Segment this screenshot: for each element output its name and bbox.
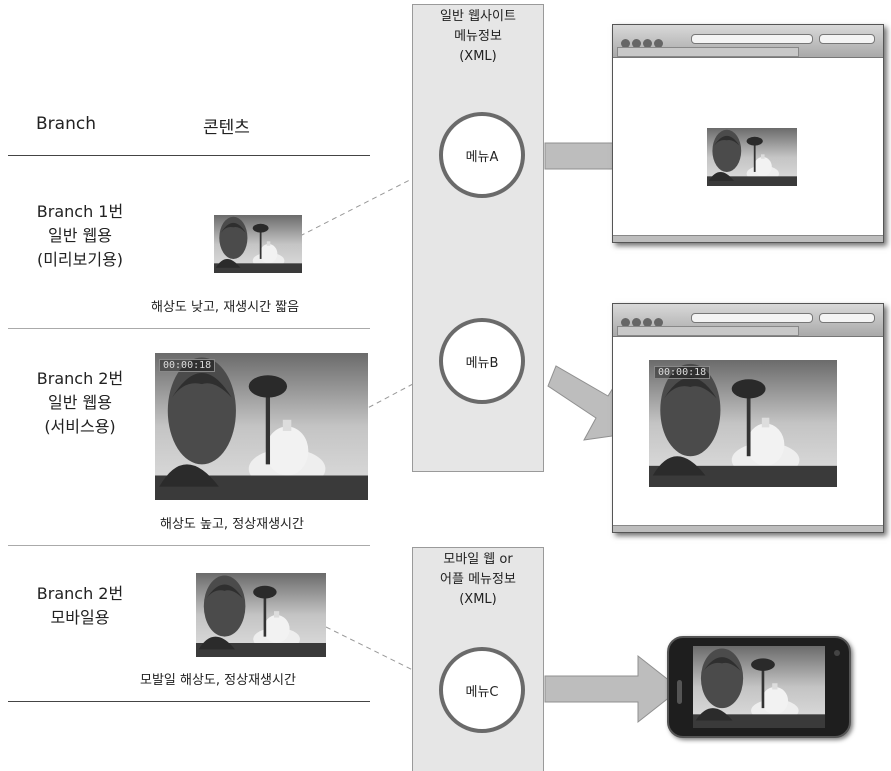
branch-label-line: (미리보기용): [36, 250, 124, 269]
bottom-divider: [8, 701, 370, 702]
panel-title-line: 메뉴정보: [454, 29, 502, 44]
branch-label-line: 일반 웹용: [48, 393, 112, 412]
browser-nav-buttons: [621, 33, 685, 48]
panel-title-line: (XML): [459, 592, 497, 607]
browser-status-bar: [613, 235, 883, 242]
phone-screen: [693, 646, 825, 728]
browser-toolbar: [613, 304, 883, 337]
branch-label-3: Branch 2번 모바일용: [5, 582, 155, 630]
branch-label-line: Branch 2번: [36, 584, 124, 603]
browser-tab-bar: [617, 326, 799, 336]
browser-tab-bar: [617, 47, 799, 57]
browser-search-box: [819, 313, 875, 323]
panel-title-line: 일반 웹사이트: [440, 9, 516, 24]
header-divider: [8, 155, 370, 156]
browser-status-bar: [613, 525, 883, 532]
header-branch: Branch: [36, 114, 96, 134]
web-panel-title: 일반 웹사이트 메뉴정보 (XML): [413, 7, 543, 67]
arrow-c: [544, 654, 681, 724]
panel-title-line: 모바일 웹 or: [443, 552, 513, 567]
branch-label-line: (서비스용): [44, 417, 116, 436]
branch-label-line: 일반 웹용: [48, 226, 112, 245]
mobile-panel-title: 모바일 웹 or 어플 메뉴정보 (XML): [413, 550, 543, 610]
timestamp-label: 00:00:18: [159, 359, 216, 372]
caption-row-2: 해상도 높고, 정상재생시간: [160, 517, 304, 532]
branch-label-line: Branch 1번: [36, 202, 124, 221]
browser-window-preview: [612, 24, 884, 243]
row-divider-2: [8, 545, 370, 546]
web-menu-panel: 일반 웹사이트 메뉴정보 (XML): [412, 4, 544, 472]
caption-row-3: 모발일 해상도, 정상재생시간: [140, 673, 296, 688]
embedded-preview-video: [707, 128, 797, 186]
header-contents: 콘텐츠: [203, 118, 250, 138]
phone-camera: [834, 650, 840, 656]
video-frame-mobile: [196, 573, 326, 657]
branch-label-line: Branch 2번: [36, 369, 124, 388]
thumbnail-preview: [214, 215, 302, 273]
branch-label-line: 모바일용: [50, 608, 110, 627]
browser-nav-buttons: [621, 312, 685, 327]
embedded-service-video: 00:00:18: [649, 360, 837, 487]
menu-c-node[interactable]: 메뉴C: [439, 647, 525, 733]
row-divider-1: [8, 328, 370, 329]
browser-address-bar: [691, 313, 813, 323]
browser-toolbar: [613, 25, 883, 58]
browser-window-service: 00:00:18: [612, 303, 884, 533]
browser-search-box: [819, 34, 875, 44]
timestamp-label: 00:00:18: [654, 366, 711, 379]
smartphone-device: [667, 636, 851, 738]
video-frame-hd: 00:00:18: [155, 353, 368, 500]
menu-a-node[interactable]: 메뉴A: [439, 112, 525, 198]
menu-b-node[interactable]: 메뉴B: [439, 318, 525, 404]
branch-label-1: Branch 1번 일반 웹용 (미리보기용): [5, 200, 155, 272]
panel-title-line: 어플 메뉴정보: [440, 572, 516, 587]
panel-title-line: (XML): [459, 49, 497, 64]
branch-label-2: Branch 2번 일반 웹용 (서비스용): [5, 367, 155, 439]
caption-row-1: 해상도 낮고, 재생시간 짧음: [151, 300, 300, 315]
browser-address-bar: [691, 34, 813, 44]
phone-speaker: [677, 680, 682, 704]
